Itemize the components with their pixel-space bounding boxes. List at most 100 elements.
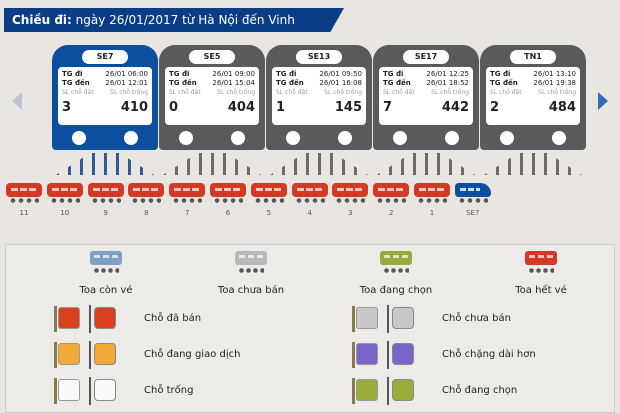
dep-time: 26/01 06:00 bbox=[105, 70, 148, 78]
wheel-icon bbox=[231, 131, 245, 145]
train-info: TG đi 26/01 06:00 TG đến 26/01 12:01 SL ch… bbox=[58, 67, 152, 125]
wheel-icon bbox=[338, 131, 352, 145]
locomotive-icon bbox=[454, 183, 491, 197]
coach-9[interactable] bbox=[87, 183, 124, 205]
coach-wheels-icon bbox=[238, 268, 264, 273]
coach-icon bbox=[128, 183, 165, 197]
coach-icon bbox=[291, 183, 328, 197]
seat-icon bbox=[54, 378, 80, 404]
legend-seat-label: Chỗ chưa bán bbox=[442, 312, 511, 324]
legend-seat-item: Chỗ đã bán bbox=[54, 305, 202, 333]
legend-seat-item: Chỗ đang chọn bbox=[352, 377, 518, 405]
arr-label: TG đến bbox=[62, 79, 90, 87]
dep-time: 26/01 13:10 bbox=[533, 70, 576, 78]
free-label: SL chỗ trống bbox=[324, 89, 362, 96]
wheel-icon bbox=[552, 131, 566, 145]
legend-seat-label: Chỗ trống bbox=[144, 384, 194, 396]
coach-2[interactable] bbox=[373, 183, 410, 205]
arr-time: 26/01 19:38 bbox=[533, 79, 576, 87]
legend-coach-item: Toa chưa bán bbox=[196, 251, 306, 296]
coach-wheels-icon bbox=[376, 198, 407, 203]
coach-number: 5 bbox=[266, 209, 272, 217]
train-code: SE17 bbox=[403, 50, 449, 64]
coach-icon bbox=[414, 183, 450, 197]
seat-icon bbox=[387, 377, 414, 405]
booked-count: 0 bbox=[169, 100, 179, 115]
free-count: 484 bbox=[548, 100, 576, 115]
wheel-icon bbox=[286, 131, 300, 145]
route-text: ngày 26/01/2017 từ Hà Nội đến Vinh bbox=[75, 13, 295, 27]
coach-number: 4 bbox=[307, 209, 312, 217]
coach-11[interactable] bbox=[6, 183, 42, 205]
free-count: 442 bbox=[441, 100, 469, 115]
locomotive-code: SE7 bbox=[466, 209, 480, 217]
track-icon bbox=[56, 153, 154, 175]
coach-wheels-icon bbox=[253, 198, 284, 203]
seat-icon bbox=[89, 305, 116, 333]
free-count: 404 bbox=[227, 100, 255, 115]
coach-wheels-icon bbox=[172, 198, 203, 203]
seat-icon bbox=[352, 342, 378, 368]
legend-seat-label: Chỗ đã bán bbox=[144, 312, 202, 324]
coach-icon bbox=[380, 251, 412, 265]
coach-wheels-icon bbox=[213, 198, 243, 203]
coach-10[interactable] bbox=[46, 183, 83, 205]
legend-coach-item: Toa hết vé bbox=[486, 251, 596, 296]
free-label: SL chỗ trống bbox=[110, 89, 148, 96]
coach-number: 1 bbox=[429, 209, 435, 217]
coach-wheels-icon bbox=[528, 268, 554, 273]
free-label: SL chỗ trống bbox=[431, 89, 469, 96]
coach-1[interactable] bbox=[414, 183, 450, 205]
booked-count: 3 bbox=[62, 100, 72, 115]
coach-wheels-icon bbox=[9, 198, 39, 203]
booked-label: SL chỗ đặt bbox=[276, 89, 308, 96]
coach-5[interactable] bbox=[250, 183, 287, 205]
coach-7[interactable] bbox=[169, 183, 206, 205]
coach-3[interactable] bbox=[332, 183, 369, 205]
coach-icon bbox=[235, 251, 267, 265]
coach-wheels-icon bbox=[90, 198, 121, 203]
booked-label: SL chỗ đặt bbox=[169, 89, 201, 96]
legend-seat-label: Chỗ chặng dài hơn bbox=[442, 348, 536, 360]
coach-wheels-icon bbox=[335, 198, 366, 203]
coach-4[interactable] bbox=[291, 183, 328, 205]
coach-wheels-icon bbox=[49, 198, 80, 203]
next-arrow-icon[interactable] bbox=[598, 92, 608, 110]
dep-label: TG đi bbox=[62, 70, 83, 78]
dep-time: 26/01 09:00 bbox=[212, 70, 255, 78]
arr-time: 26/01 12:01 bbox=[105, 79, 148, 87]
legend-seat-label: Chỗ đang chọn bbox=[442, 384, 518, 396]
seat-icon bbox=[89, 341, 116, 369]
track-icon bbox=[270, 153, 368, 175]
coach-icon bbox=[169, 183, 206, 197]
coach-icon bbox=[373, 183, 410, 197]
seat-icon bbox=[54, 306, 80, 332]
prev-arrow-icon[interactable] bbox=[12, 92, 22, 110]
locomotive[interactable] bbox=[454, 183, 491, 205]
coach-icon bbox=[6, 183, 42, 197]
coach-icon bbox=[90, 251, 122, 265]
wheel-icon bbox=[72, 131, 86, 145]
coach-8[interactable] bbox=[128, 183, 165, 205]
legend-seat-label: Chỗ đang giao dịch bbox=[144, 348, 241, 360]
arr-label: TG đến bbox=[383, 79, 411, 87]
seat-icon bbox=[54, 342, 80, 368]
free-label: SL chỗ trống bbox=[217, 89, 255, 96]
coach-6[interactable] bbox=[210, 183, 246, 205]
free-count: 410 bbox=[120, 100, 148, 115]
coach-number: 9 bbox=[103, 209, 108, 217]
coach-wheels-icon bbox=[383, 268, 409, 273]
coach-wheels-icon bbox=[93, 268, 119, 273]
coach-number: 6 bbox=[225, 209, 231, 217]
legend-seat-item: Chỗ đang giao dịch bbox=[54, 341, 241, 369]
route-header: Chiều đi: ngày 26/01/2017 từ Hà Nội đến … bbox=[4, 8, 344, 32]
